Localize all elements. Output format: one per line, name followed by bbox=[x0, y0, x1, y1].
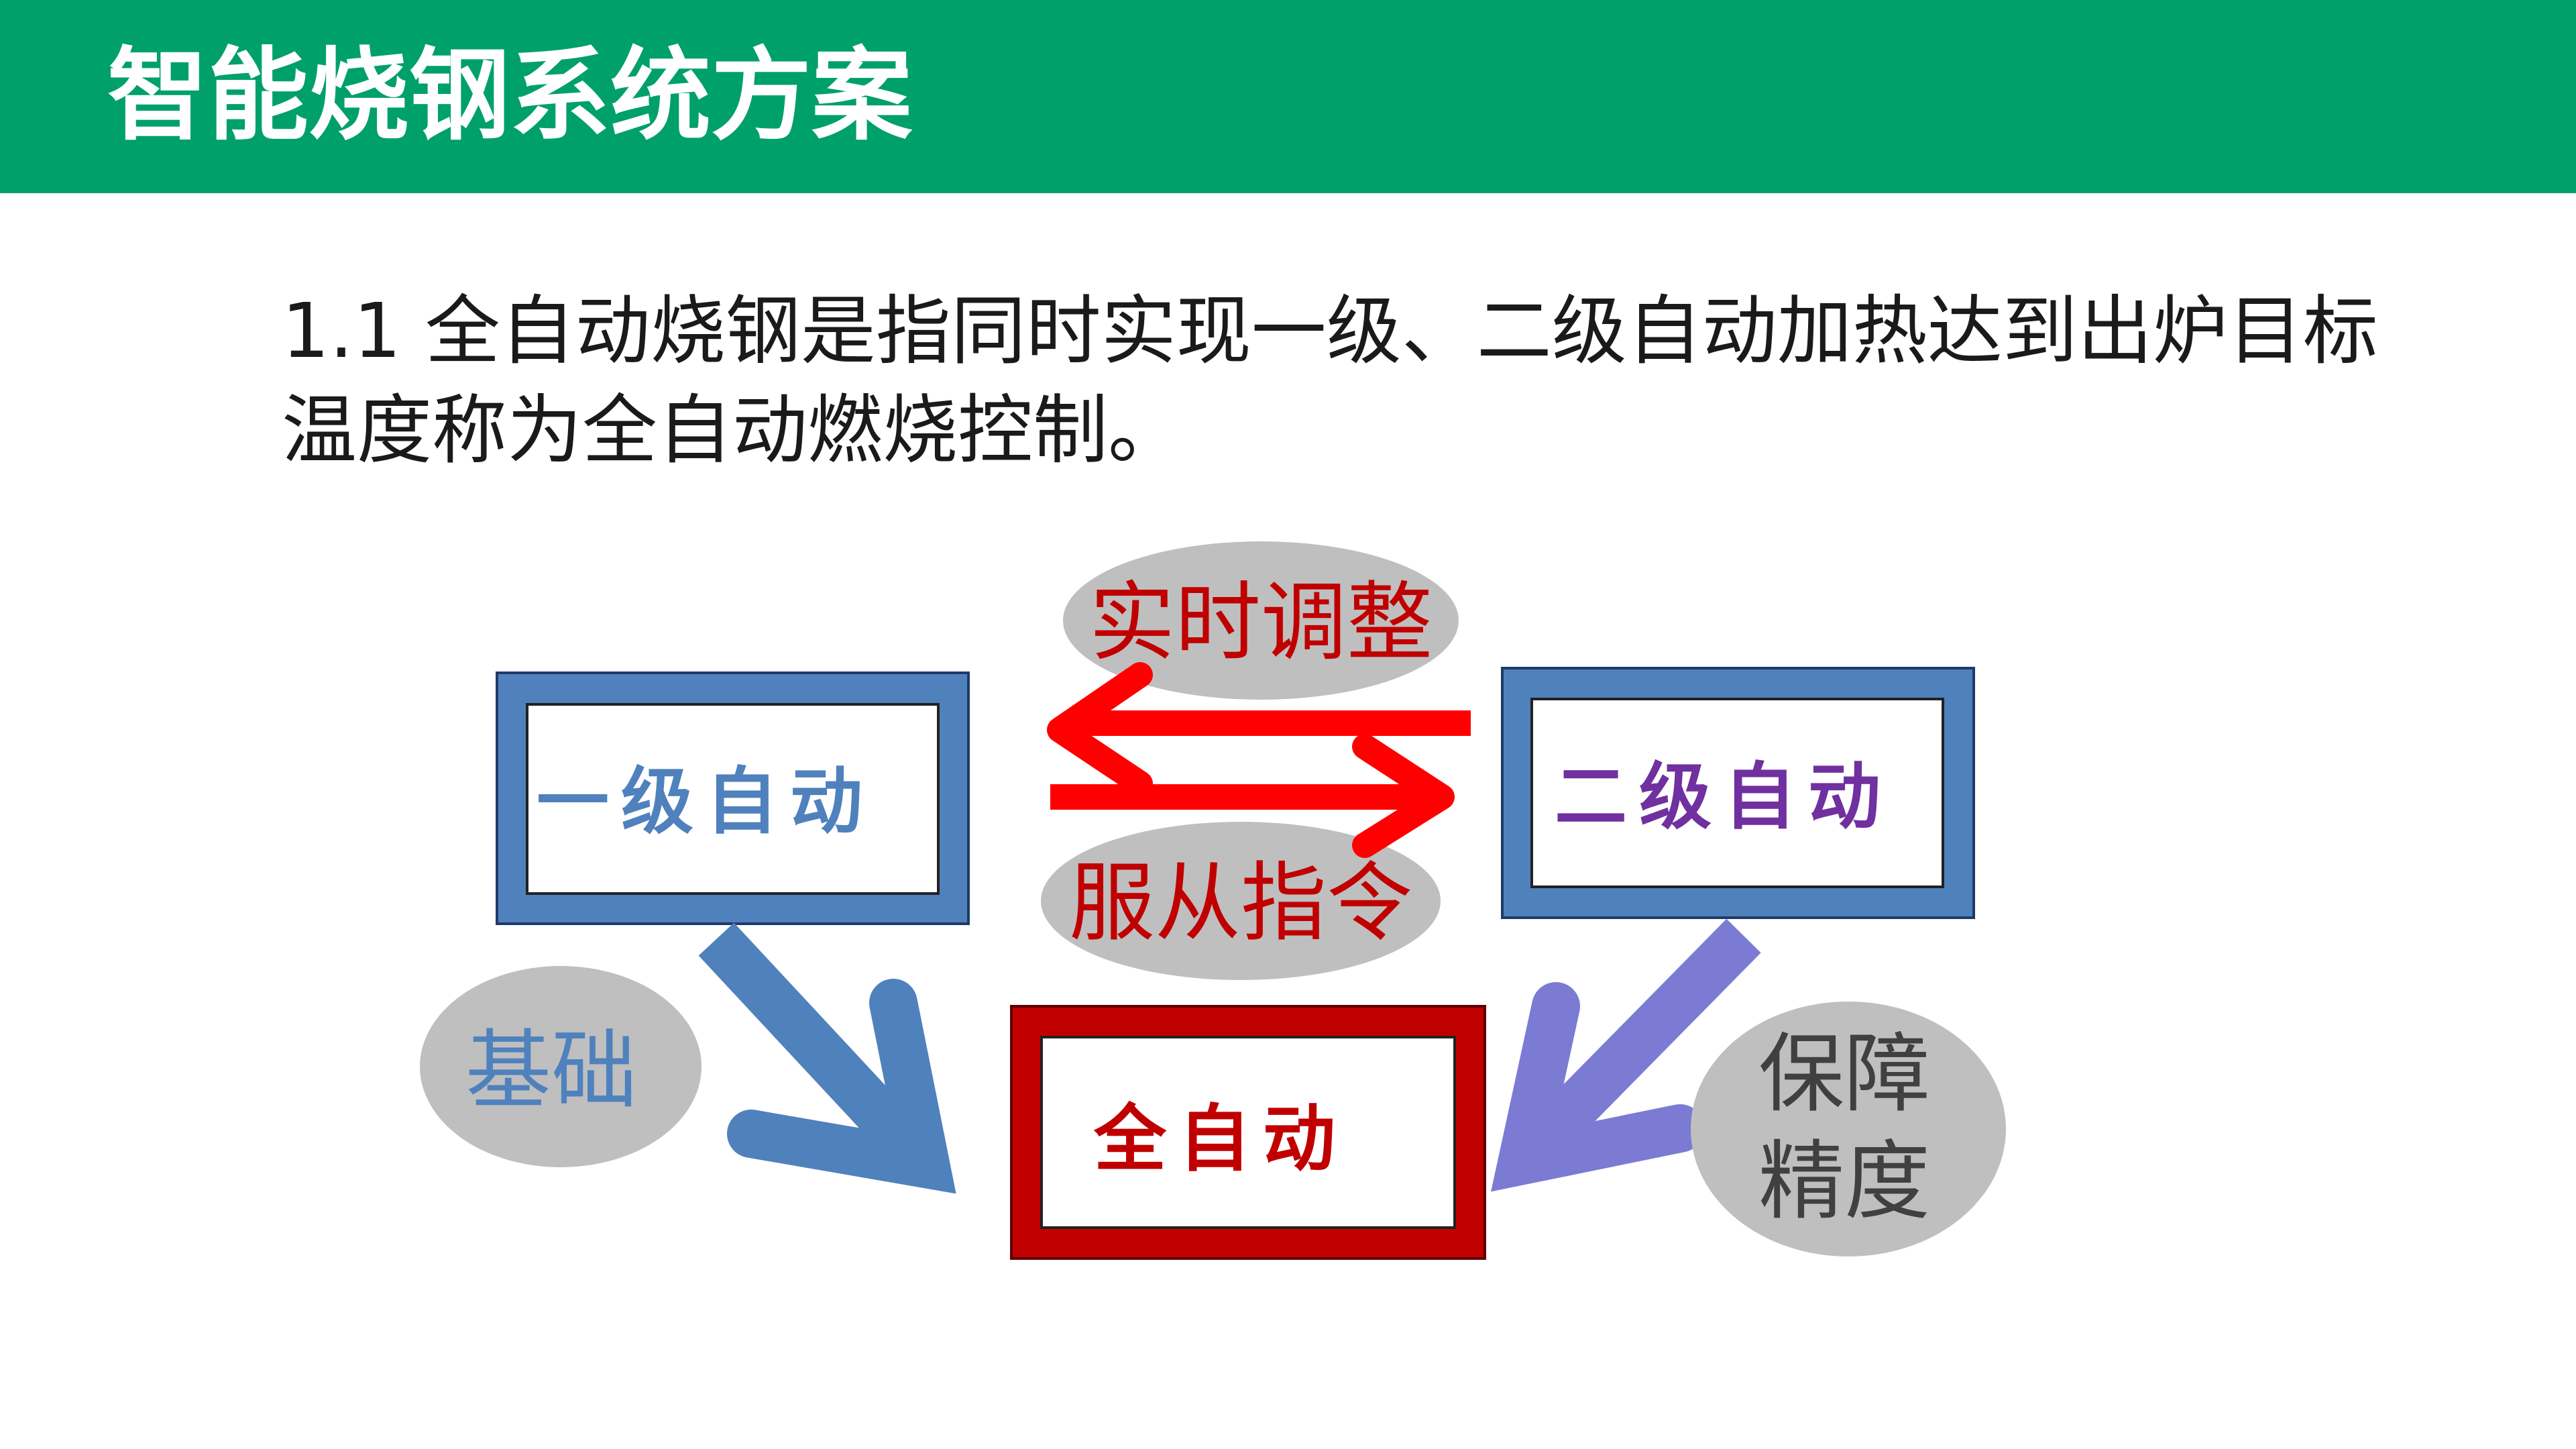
level1-box: 一级自动 bbox=[496, 672, 970, 925]
full-auto-box: 全自动 bbox=[1010, 1005, 1486, 1260]
level2-label: 二级自动 bbox=[1555, 755, 1893, 839]
follow-command-label: 服从指令 bbox=[1069, 853, 1412, 953]
realtime-adjust-ellipse: 实时调整 bbox=[1063, 541, 1459, 700]
basis-ellipse: 基础 bbox=[420, 966, 702, 1167]
level2-box: 二级自动 bbox=[1501, 667, 1975, 919]
follow-command-ellipse: 服从指令 bbox=[1041, 822, 1441, 980]
level1-label: 一级自动 bbox=[537, 759, 875, 844]
basis-label: 基础 bbox=[465, 1021, 637, 1121]
guarantee-ellipse: 保障 精度 bbox=[1691, 1002, 2006, 1256]
blue-arrow bbox=[698, 922, 956, 1194]
intro-line-1: 1.1 全自动烧钢是指同时实现一级、二级自动加热达到出炉目标 bbox=[282, 288, 2378, 375]
red-arrow-left bbox=[1047, 662, 1471, 796]
intro-line-2: 温度称为全自动燃烧控制。 bbox=[282, 387, 1183, 474]
guarantee-label-line2: 精度 bbox=[1758, 1132, 1930, 1232]
red-arrow-right bbox=[1050, 734, 1455, 858]
slide-title: 智能烧钢系统方案 bbox=[107, 38, 913, 154]
header-bar bbox=[0, 0, 2576, 193]
purple-arrow bbox=[1491, 918, 1761, 1192]
guarantee-label-line1: 保障 bbox=[1758, 1024, 1930, 1124]
realtime-adjust-label: 实时调整 bbox=[1089, 573, 1433, 673]
full-auto-label: 全自动 bbox=[1093, 1097, 1347, 1181]
intro-text: 1.1 全自动烧钢是指同时实现一级、二级自动加热达到出炉目标 温度称为全自动燃烧… bbox=[282, 282, 2394, 480]
